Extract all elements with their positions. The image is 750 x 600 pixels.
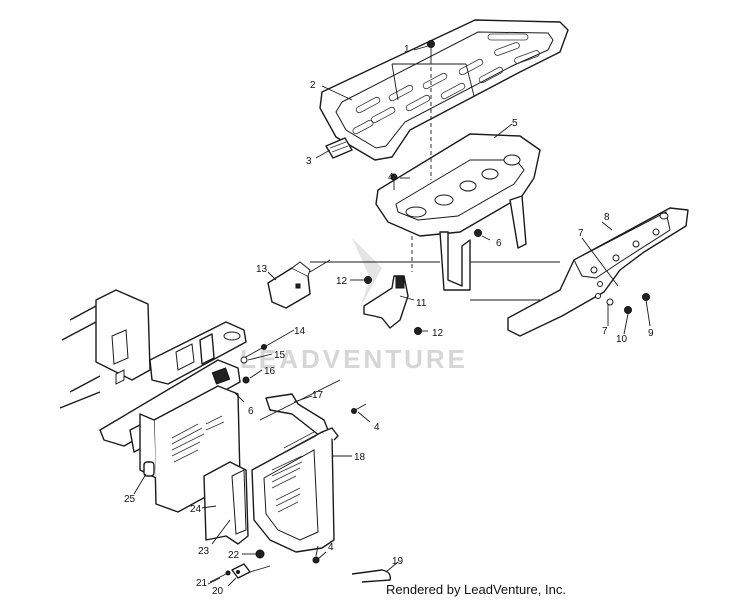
callout-14: 14 [294, 326, 306, 337]
callout-10: 10 [616, 334, 628, 345]
callout-7-upper: 7 [578, 228, 584, 239]
part-9-bolt [642, 293, 650, 301]
part-4-bolt-upper [390, 173, 398, 190]
part-10-bolt [624, 306, 632, 314]
part-7-washer-lower [606, 298, 614, 306]
part-11-bracket [363, 275, 409, 329]
callout-5: 5 [512, 118, 518, 129]
watermark-text: LEADVENTURE [240, 344, 468, 374]
callout-22: 22 [228, 550, 240, 561]
callout-6-upper: 6 [496, 238, 502, 249]
part-8-bumper [507, 207, 689, 337]
part-25-spacer [143, 461, 155, 477]
callout-leaders [133, 45, 651, 587]
part-13-tail-light [267, 259, 331, 309]
callout-19: 19 [392, 556, 404, 567]
footer-credit: Rendered by LeadVenture, Inc. [386, 582, 566, 597]
part-22-nut [255, 549, 265, 559]
callout-4-upper: 4 [388, 172, 394, 183]
callout-24: 24 [190, 504, 202, 515]
callout-16: 16 [264, 366, 276, 377]
callout-8: 8 [604, 212, 610, 223]
callout-12-lower: 12 [432, 328, 444, 339]
callout-2: 2 [310, 80, 316, 91]
callout-7-lower: 7 [602, 326, 608, 337]
callout-13: 13 [256, 264, 268, 275]
part-1-bolt [427, 40, 435, 60]
callout-20: 20 [212, 586, 224, 597]
part-4-screw-middle [351, 403, 367, 414]
part-21-screw [209, 570, 231, 583]
part-12-screw-lower [414, 327, 422, 335]
callout-1: 1 [404, 44, 410, 55]
part-16-clip [211, 367, 250, 385]
callout-labels: 1 2 3 4 4 4 5 6 6 7 7 8 9 10 11 12 12 13… [124, 44, 654, 597]
frame [59, 289, 247, 453]
part-23-bracket [203, 461, 249, 545]
callout-25: 25 [124, 494, 136, 505]
callout-17: 17 [312, 390, 324, 401]
part-12-screw-upper [364, 276, 372, 284]
callout-12-upper: 12 [336, 276, 348, 287]
part-3-reflector [325, 137, 353, 159]
callout-4-lower: 4 [328, 542, 334, 553]
callout-9: 9 [648, 328, 654, 339]
part-2-rack-top [319, 19, 569, 161]
callout-11: 11 [416, 298, 427, 309]
part-18-guard [251, 427, 339, 553]
callout-23: 23 [198, 546, 210, 557]
part-20-plate [231, 563, 251, 579]
watermark: LEADVENTURE [240, 238, 468, 374]
callout-4-middle: 4 [374, 422, 380, 433]
callout-18: 18 [354, 452, 366, 463]
callout-6-lower: 6 [248, 406, 254, 417]
part-4-screw-lower [312, 551, 327, 564]
part-15-washer [240, 356, 248, 364]
callout-21: 21 [196, 578, 208, 589]
part-19-hairpin [351, 569, 392, 583]
part-14-bolt [243, 344, 267, 359]
part-6-nut-upper [474, 229, 482, 237]
part-5-rack-support [375, 133, 541, 291]
callout-3: 3 [306, 156, 312, 167]
callout-15: 15 [274, 350, 286, 361]
